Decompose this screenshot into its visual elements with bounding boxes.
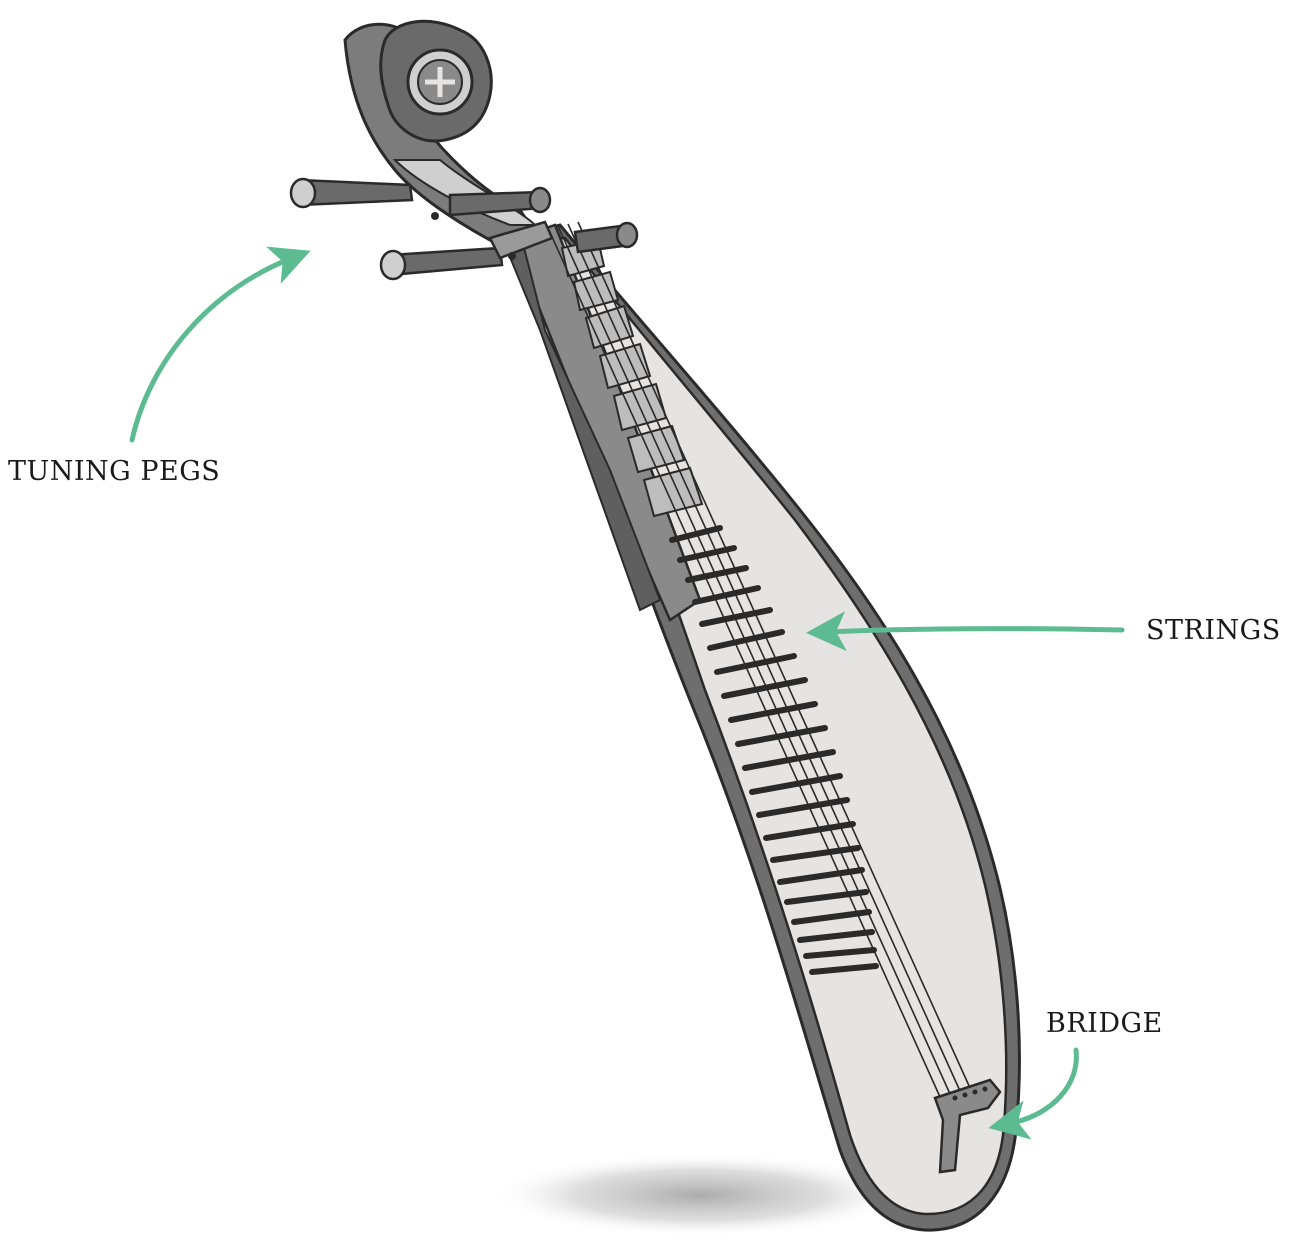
head-ornament bbox=[381, 21, 492, 141]
tuning-pegs-arrow-icon bbox=[132, 258, 292, 440]
pegbox-hole bbox=[431, 212, 439, 220]
tuning-peg bbox=[291, 179, 412, 207]
label-tuning-pegs: TUNING PEGS bbox=[8, 458, 220, 485]
tuning-peg bbox=[381, 248, 502, 279]
label-bridge: BRIDGE bbox=[1046, 1010, 1163, 1037]
tuning-peg bbox=[575, 223, 637, 252]
strings-arrow-icon bbox=[826, 629, 1122, 632]
label-strings: STRINGS bbox=[1146, 617, 1281, 644]
nut-hole bbox=[508, 252, 516, 260]
